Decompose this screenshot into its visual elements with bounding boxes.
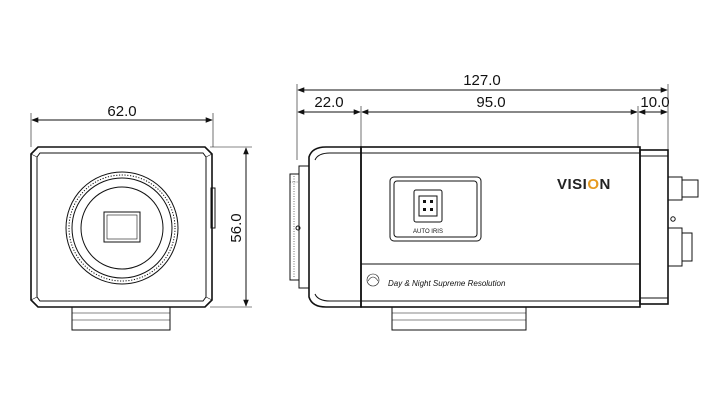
rear-section-label: 10.0 [640,94,669,111]
svg-text:VISION: VISION [557,176,611,193]
auto-iris-label: AUTO IRIS [413,229,443,235]
body-section-label: 95.0 [476,94,505,111]
front-lens [65,171,179,285]
tagline: Day & Night Supreme Resolution [366,273,506,288]
brand-text-suffix: N [600,176,611,193]
side-dimensions: 127.0 22.0 95.0 10.0 [296,72,670,180]
side-rear-cap [639,149,669,305]
side-view: 127.0 22.0 95.0 10.0 [289,72,699,331]
front-section-label: 22.0 [314,94,343,111]
front-mount-foot [71,307,171,331]
front-width-dimension: 62.0 [30,103,214,147]
front-body [30,146,216,308]
side-mount-foot [391,307,527,331]
brand-logo: VISION [557,176,611,193]
auto-iris-panel: AUTO IRIS [389,176,482,242]
front-width-label: 62.0 [107,103,136,120]
small-logo-icon [366,273,380,287]
front-view: 62.0 56.0 [30,103,252,331]
front-height-dimension: 56.0 [210,146,252,308]
tagline-text: Day & Night Supreme Resolution [388,279,506,288]
auto-iris-connector[interactable] [413,189,443,223]
front-height-label: 56.0 [228,213,245,242]
rear-connectors [667,176,699,267]
side-front-section [295,146,362,308]
total-length-label: 127.0 [463,72,501,89]
brand-o-icon: O [587,176,599,193]
brand-text-prefix: VISI [557,176,587,193]
